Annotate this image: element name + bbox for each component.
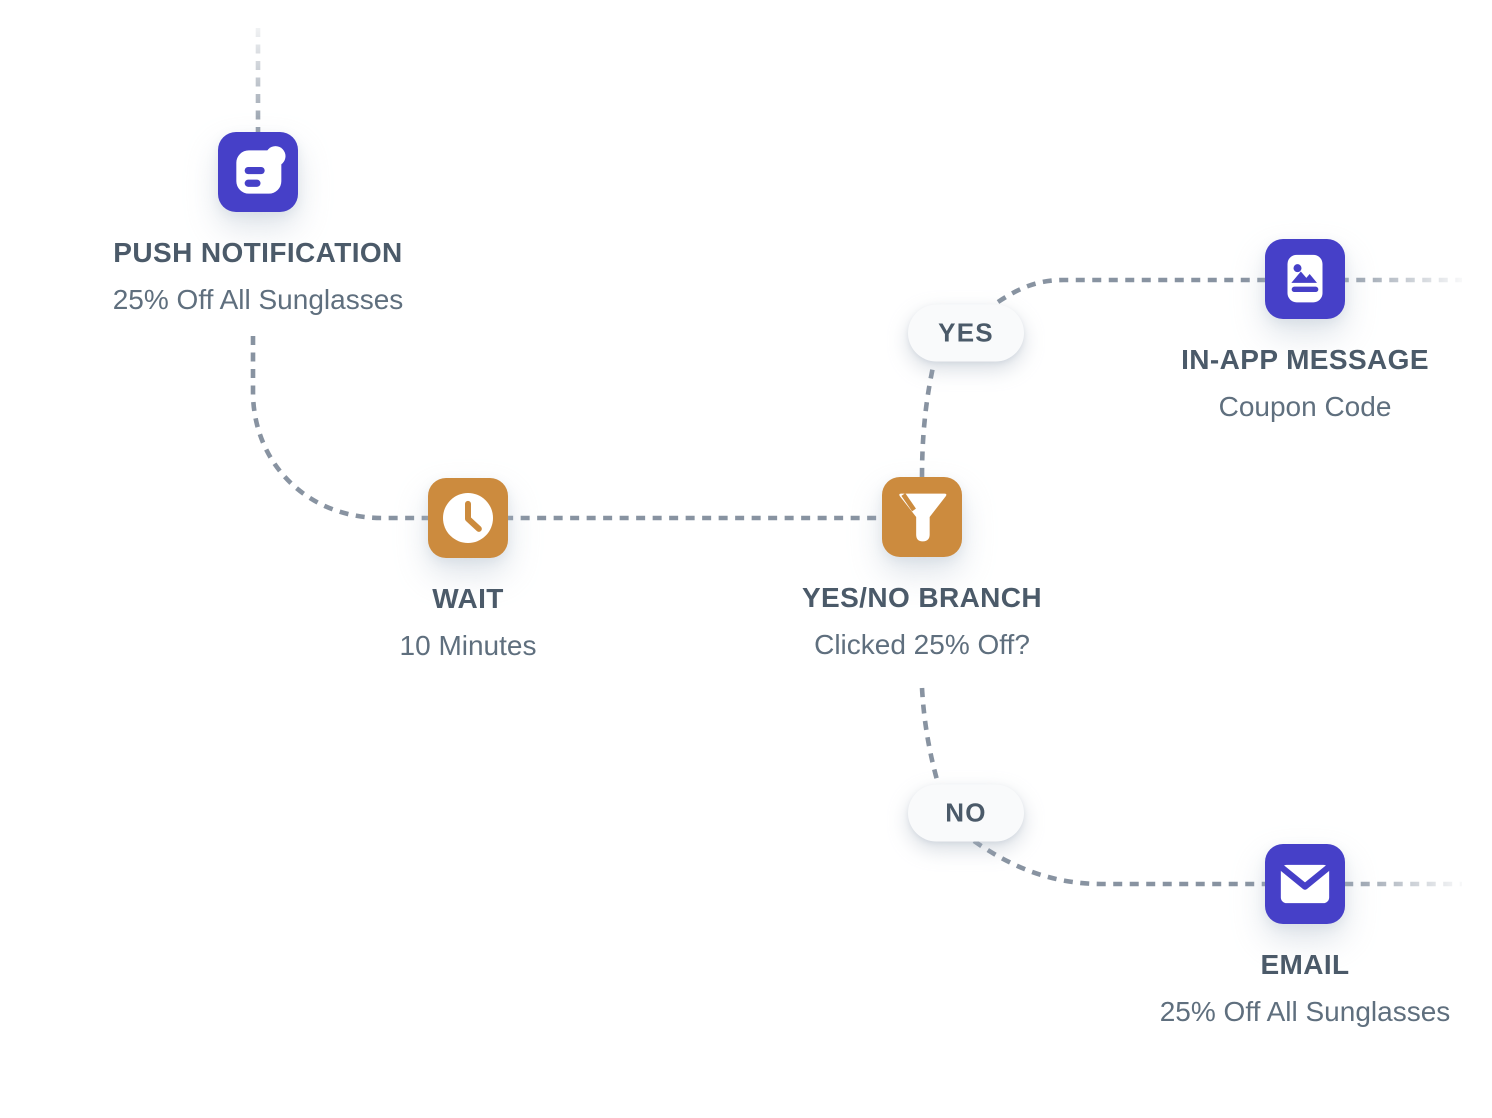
in-app-message-node-button[interactable]	[1265, 239, 1345, 319]
envelope-icon	[1279, 864, 1331, 904]
node-title: PUSH NOTIFICATION	[113, 237, 403, 268]
node-label-block: WAIT 10 Minutes	[228, 582, 708, 662]
node-subtitle: 25% Off All Sunglasses	[1159, 996, 1451, 1027]
node-title: IN-APP MESSAGE	[1181, 344, 1429, 375]
node-label-block: IN-APP MESSAGE Coupon Code	[1065, 343, 1492, 423]
node-subtitle: Coupon Code	[1218, 391, 1392, 422]
image-card-icon	[1287, 254, 1323, 303]
edge-no-to-email	[972, 839, 1462, 887]
edge-push-to-wait	[250, 336, 884, 521]
email-node-button[interactable]	[1265, 844, 1345, 924]
node-title: WAIT	[432, 583, 504, 614]
edge-branch-to-no-pill	[919, 687, 942, 788]
branch-node-button[interactable]	[882, 477, 962, 557]
edge-yes-to-inapp	[996, 277, 1462, 304]
node-subtitle: 25% Off All Sunglasses	[112, 284, 404, 315]
node-label-block: EMAIL 25% Off All Sunglasses	[1065, 948, 1492, 1028]
clock-icon	[443, 493, 493, 543]
wait-node-button[interactable]	[428, 478, 508, 558]
node-label-block: YES/NO BRANCH Clicked 25% Off?	[682, 581, 1162, 661]
branch-label-yes[interactable]: YES	[908, 304, 1024, 362]
edge-branch-to-yes-pill	[919, 366, 936, 478]
node-label-block: PUSH NOTIFICATION 25% Off All Sunglasses	[18, 236, 498, 316]
node-subtitle: 10 Minutes	[399, 630, 537, 661]
push-notification-node-button[interactable]	[218, 132, 298, 212]
node-title: EMAIL	[1260, 949, 1350, 980]
filter-icon	[899, 493, 947, 542]
node-subtitle: Clicked 25% Off?	[814, 629, 1030, 660]
node-title: YES/NO BRANCH	[801, 582, 1043, 613]
notification-icon	[236, 146, 286, 194]
branch-label-no[interactable]: NO	[908, 784, 1024, 842]
